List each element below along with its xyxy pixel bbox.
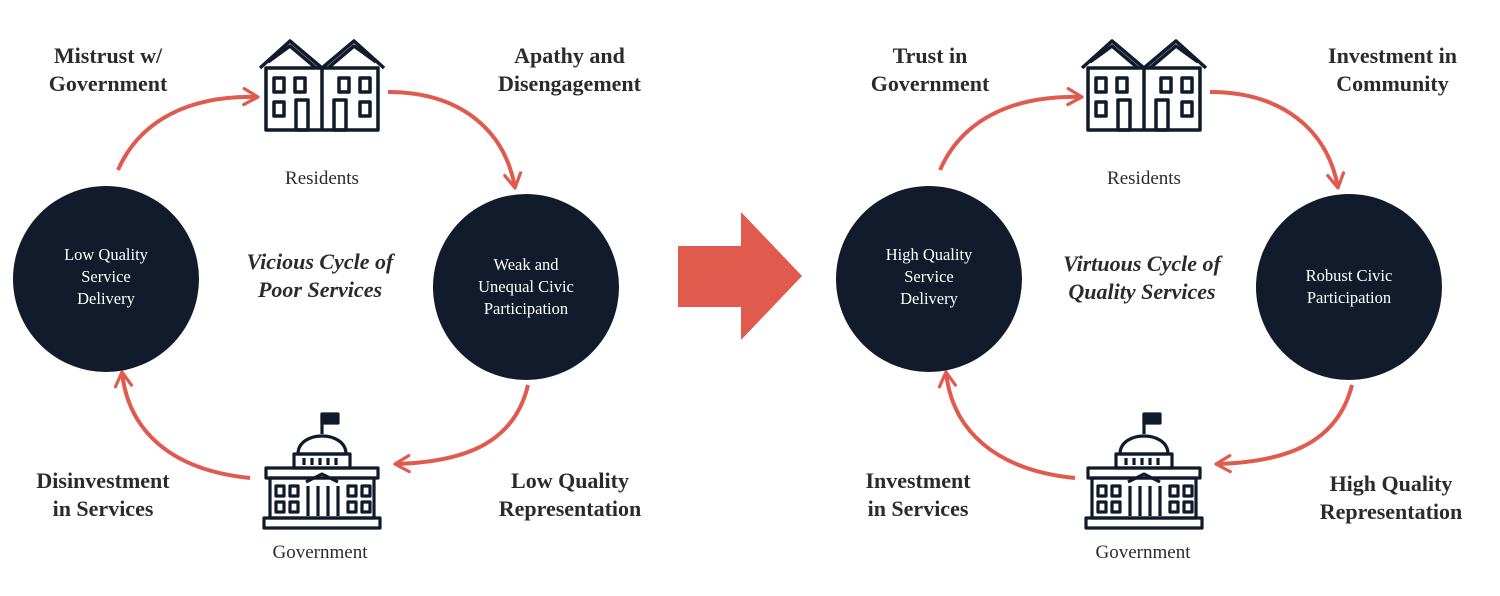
left-edge-representation: Low Quality Representation (498, 468, 642, 521)
right-edge-investment-services: Investment in Services (865, 468, 971, 521)
right-edge-representation: High Quality Representation (1319, 471, 1463, 524)
left-node-delivery-label: Low Quality Service Delivery (64, 245, 148, 308)
transition-arrow (678, 212, 802, 340)
right-node-delivery-label: High Quality Service Delivery (885, 245, 973, 308)
right-node-participation-label: Robust Civic Participation (1305, 266, 1393, 307)
right-cycle-arrows (937, 87, 1354, 480)
right-arrow-to-participation (1209, 90, 1346, 190)
left-node-delivery (13, 186, 199, 372)
right-government-label: Government (1095, 542, 1191, 563)
right-arrow-to-residents (938, 87, 1084, 171)
right-arrow-to-delivery (937, 370, 1076, 480)
left-node-participation (433, 194, 619, 380)
residents-house-icon (1080, 39, 1208, 132)
left-edge-disinvestment: Disinvestment in Services (36, 468, 170, 521)
right-residents-label: Residents (1107, 168, 1181, 189)
left-cycle-title: Vicious Cycle of Poor Services (246, 249, 394, 302)
left-arrow-to-delivery (113, 370, 251, 480)
left-residents-label: Residents (285, 168, 359, 189)
right-edge-trust: Trust in Government (870, 43, 990, 96)
left-arrow-to-residents (116, 86, 260, 171)
government-building-icon (262, 412, 382, 530)
residents-house-icon (258, 39, 386, 132)
left-government-label: Government (272, 542, 368, 563)
left-edge-apathy: Apathy and Disengagement (498, 43, 641, 96)
left-cycle-arrows (113, 86, 530, 480)
right-node-participation (1256, 194, 1442, 380)
left-edge-mistrust: Mistrust w/ Government (48, 43, 168, 96)
government-building-icon (1084, 412, 1204, 530)
right-cycle-title: Virtuous Cycle of Quality Services (1063, 251, 1221, 304)
left-arrow-to-government (393, 384, 530, 474)
left-node-participation-label: Weak and Unequal Civic Participation (478, 255, 574, 318)
right-edge-community: Investment in Community (1328, 43, 1457, 96)
left-arrow-to-participation (387, 90, 523, 190)
right-node-delivery (836, 186, 1022, 372)
right-arrow-to-government (1214, 384, 1354, 474)
